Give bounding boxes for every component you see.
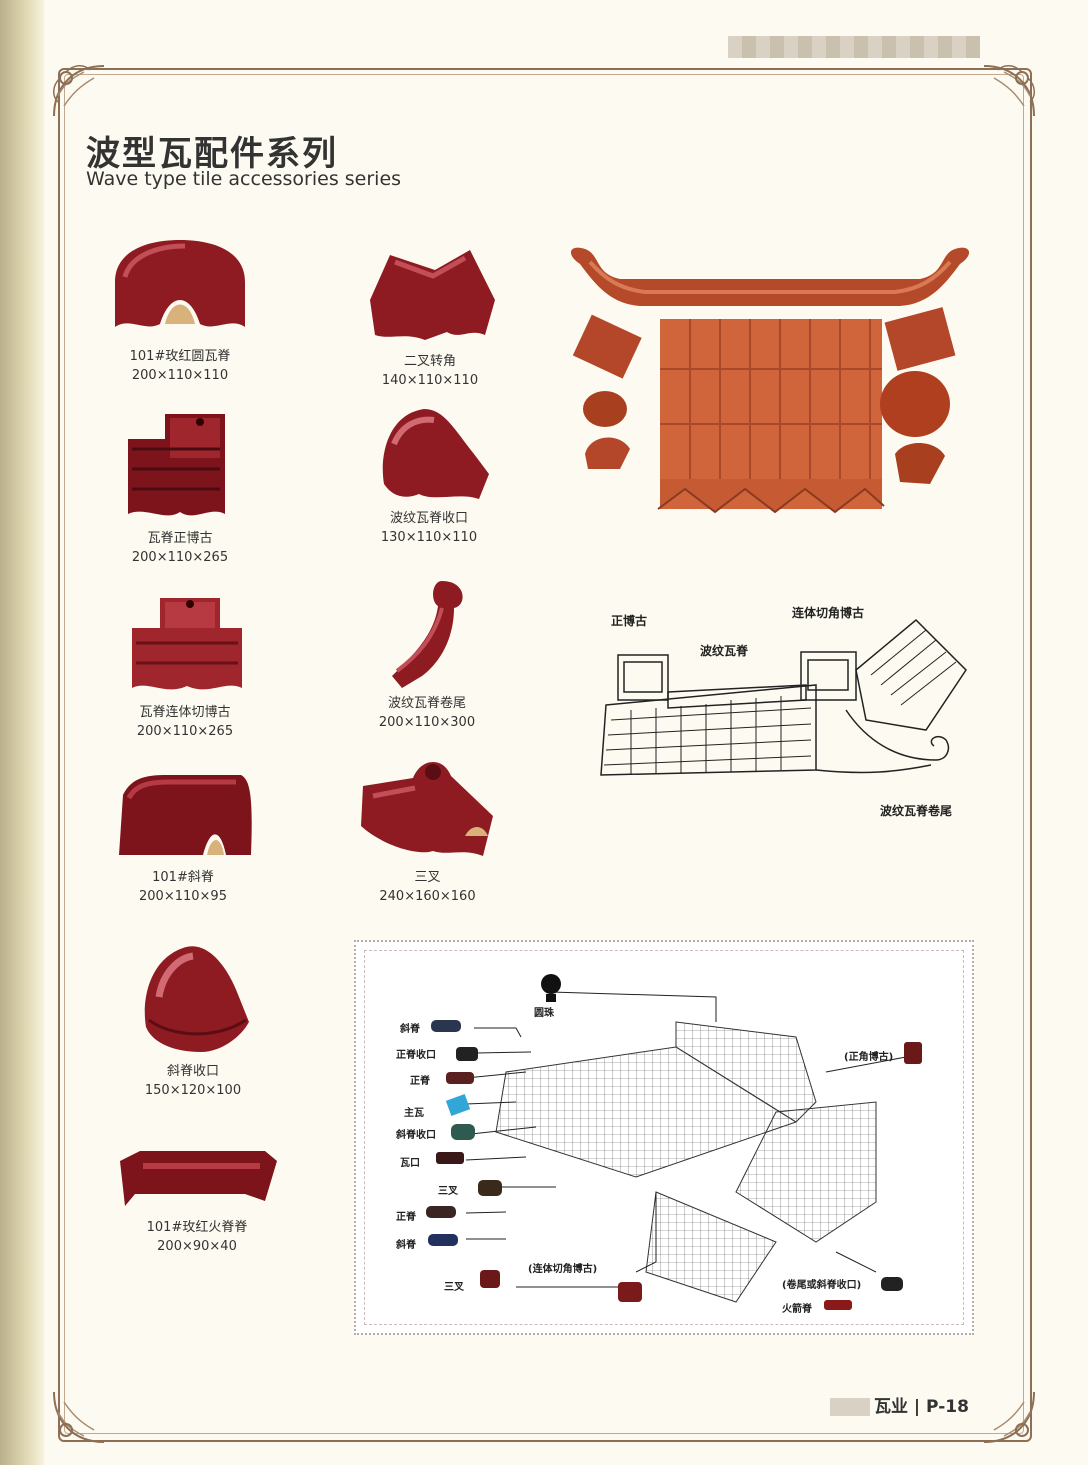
roof-layout-diagram: 圆珠 斜脊 正脊收口 正脊 主瓦 斜脊收口 瓦口 三叉 正脊 斜脊 三叉 (连体… bbox=[354, 940, 974, 1335]
product-name: 瓦脊正博古 bbox=[147, 531, 213, 546]
product-card: 101#斜脊 200×110×95 bbox=[108, 770, 258, 906]
diagram-label: (正角博古) bbox=[844, 1052, 894, 1063]
product-name: 101#玫红圆瓦脊 bbox=[129, 349, 231, 364]
page-frame bbox=[58, 68, 1032, 1442]
ridge-end-block-icon bbox=[128, 414, 225, 516]
diagram-label: 主瓦 bbox=[404, 1108, 424, 1119]
diagram-label: 正脊收口 bbox=[396, 1050, 436, 1061]
product-card: 波纹瓦脊卷尾 200×110×300 bbox=[352, 576, 502, 732]
diagram-label: 斜脊收口 bbox=[396, 1130, 436, 1141]
diagram-label: 三叉 bbox=[444, 1282, 464, 1293]
product-name: 三叉 bbox=[414, 870, 441, 885]
fire-ridge-tile-icon bbox=[119, 1151, 277, 1206]
product-size: 200×110×300 bbox=[378, 715, 476, 730]
product-name: 101#斜脊 bbox=[152, 870, 214, 885]
product-size: 200×90×40 bbox=[157, 1239, 237, 1254]
product-name: 101#玫红火脊脊 bbox=[146, 1220, 248, 1235]
diagram-label: (卷尾或斜脊收口) bbox=[782, 1280, 862, 1291]
diagram-label: 斜脊 bbox=[400, 1024, 420, 1035]
product-name: 波纹瓦脊收口 bbox=[389, 511, 468, 526]
corner-ornament-icon bbox=[53, 65, 105, 117]
footer-brand: 瓦业 bbox=[874, 1397, 908, 1417]
product-size: 240×160×160 bbox=[379, 889, 476, 904]
page-footer: 瓦业 | P-18 bbox=[830, 1392, 969, 1417]
ridge-line-drawing bbox=[600, 618, 967, 776]
redacted-brand-mark bbox=[830, 1398, 870, 1416]
product-card: 三叉 240×160×160 bbox=[350, 756, 505, 906]
product-size: 200×110×265 bbox=[131, 550, 229, 565]
three-way-ridge-icon bbox=[360, 761, 493, 856]
product-size: 130×110×110 bbox=[380, 530, 478, 545]
diagram-label: 三叉 bbox=[438, 1186, 458, 1197]
curled-tail-ridge-icon bbox=[392, 581, 463, 688]
product-size: 200×110×265 bbox=[136, 724, 234, 739]
page-title: 波型瓦配件系列 bbox=[86, 134, 338, 174]
diagram-label: 波纹瓦脊卷尾 bbox=[880, 804, 953, 818]
product-name: 瓦脊连体切博古 bbox=[139, 705, 231, 720]
product-name: 波纹瓦脊卷尾 bbox=[387, 696, 466, 711]
product-card: 瓦脊连体切博古 200×110×265 bbox=[110, 588, 260, 741]
diagram-label: 正博古 bbox=[611, 614, 648, 628]
book-spine-shadow bbox=[0, 0, 44, 1465]
product-card: 101#玫红火脊脊 200×90×40 bbox=[112, 1146, 282, 1256]
product-size: 200×110×110 bbox=[131, 368, 229, 383]
product-size: 150×120×100 bbox=[144, 1083, 242, 1098]
roof-assembly-illustration bbox=[570, 247, 970, 514]
corner-ornament-icon bbox=[53, 1391, 105, 1443]
product-card: 二叉转角 140×110×110 bbox=[350, 240, 510, 390]
corner-ornament-icon bbox=[983, 65, 1035, 117]
hip-ridge-end-cap-icon bbox=[144, 946, 249, 1052]
product-size: 140×110×110 bbox=[381, 373, 479, 388]
product-card: 波纹瓦脊收口 130×110×110 bbox=[354, 404, 504, 547]
diagram-label: 连体切角博古 bbox=[792, 606, 865, 620]
product-name: 二叉转角 bbox=[403, 354, 456, 369]
connected-end-block-icon bbox=[132, 598, 242, 690]
ridge-end-cap-icon bbox=[382, 409, 489, 499]
diagram-label: 圆珠 bbox=[534, 1008, 554, 1019]
diagram-label: 波纹瓦脊 bbox=[700, 644, 749, 658]
product-card: 瓦脊正博古 200×110×265 bbox=[110, 404, 250, 567]
diagram-label: 斜脊 bbox=[396, 1240, 416, 1251]
product-card: 101#玫红圆瓦脊 200×110×110 bbox=[100, 232, 260, 385]
diagram-label: 正脊 bbox=[396, 1212, 416, 1223]
page-frame-inner bbox=[64, 74, 1024, 1434]
diagram-label: 火箭脊 bbox=[782, 1304, 812, 1315]
diagram-label: 正脊 bbox=[410, 1076, 430, 1087]
corner-ornament-icon bbox=[983, 1391, 1035, 1443]
page-subtitle: Wave type tile accessories series bbox=[86, 168, 402, 190]
diagram-inner-border bbox=[364, 950, 964, 1325]
page-number: P-18 bbox=[926, 1397, 969, 1417]
redacted-header-bar bbox=[728, 36, 980, 58]
diagram-label: (连体切角博古) bbox=[528, 1264, 598, 1275]
hip-ridge-tile-icon bbox=[118, 775, 252, 855]
ridge-line-diagram: 正博古 连体切角博古 波纹瓦脊 波纹瓦脊卷尾 bbox=[596, 600, 986, 830]
product-name: 斜脊收口 bbox=[166, 1064, 219, 1079]
roof-wireframe-drawing bbox=[426, 974, 922, 1310]
product-card: 斜脊收口 150×120×100 bbox=[118, 942, 268, 1100]
product-size: 200×110×95 bbox=[139, 889, 227, 904]
corner-ridge-tile-icon bbox=[370, 250, 495, 340]
round-ridge-tile-icon bbox=[115, 240, 245, 327]
diagram-label: 瓦口 bbox=[400, 1158, 420, 1169]
